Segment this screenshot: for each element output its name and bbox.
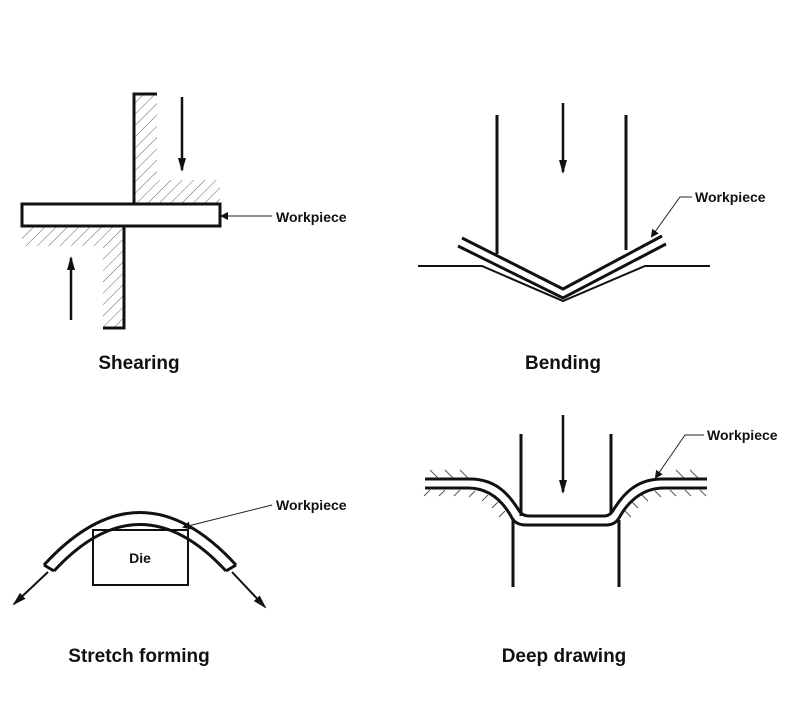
- panel-title: Stretch forming: [68, 646, 209, 667]
- bending-panel: Workpiece Bending: [418, 103, 766, 374]
- workpiece-bottom: [425, 486, 707, 527]
- lower-blade-hatch: [22, 226, 124, 328]
- panel-title: Deep drawing: [502, 646, 627, 667]
- panel-title: Bending: [525, 353, 601, 374]
- deep-drawing-panel: Workpiece Deep drawing: [423, 415, 778, 667]
- die: [92, 529, 189, 586]
- workpiece: [20, 202, 222, 228]
- workpiece-outer: [42, 511, 238, 567]
- leader-line: [182, 504, 273, 530]
- workpiece-top: [425, 477, 707, 518]
- lower-blade: [103, 226, 126, 330]
- pull-arrow-left-icon: [12, 571, 49, 606]
- workpiece-top: [461, 234, 663, 291]
- workpiece-label: Workpiece: [707, 427, 778, 443]
- workpiece-inner: [52, 523, 228, 573]
- stretch-forming-panel: Die Workpiece Stretch forming: [12, 497, 347, 667]
- leader-line: [654, 434, 704, 479]
- shearing-panel: Workpiece Shearing: [20, 92, 347, 374]
- workpiece-end-left: [43, 563, 55, 573]
- die-label: Die: [129, 550, 151, 566]
- upper-blade-hatch: [134, 94, 220, 204]
- die-hatch: [423, 469, 707, 518]
- panel-title: Shearing: [98, 353, 179, 374]
- upper-blade: [132, 92, 157, 204]
- workpiece-bottom: [457, 242, 667, 300]
- workpiece-label: Workpiece: [695, 189, 766, 205]
- leader-line: [650, 196, 692, 238]
- pull-arrow-right-icon: [231, 571, 267, 609]
- workpiece-label: Workpiece: [276, 497, 347, 513]
- die: [418, 265, 710, 303]
- workpiece-end-right: [225, 563, 237, 573]
- workpiece-label: Workpiece: [276, 209, 347, 225]
